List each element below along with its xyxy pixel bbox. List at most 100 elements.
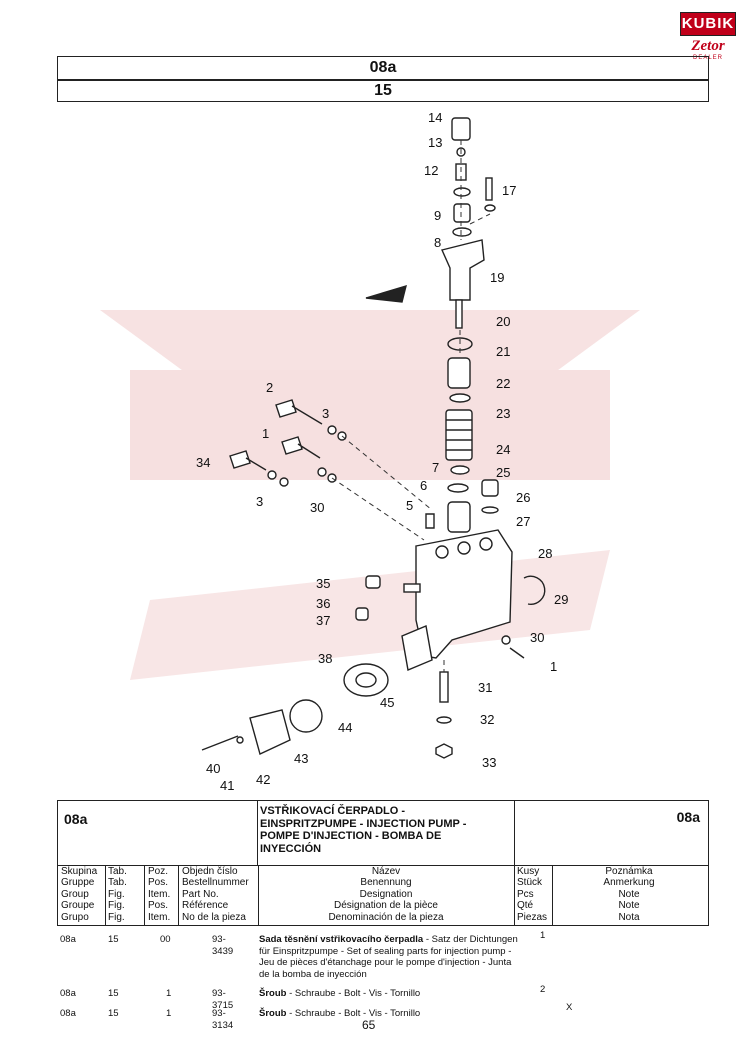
column-header: Benennung (360, 877, 412, 889)
row-pos: 00 (160, 934, 171, 945)
column-header: Note (618, 888, 640, 900)
callout: 3 (256, 494, 263, 509)
callout: 12 (424, 163, 438, 178)
part-ring-8 (452, 227, 472, 237)
logo-kubik: KUBIK (680, 12, 736, 36)
callout: 9 (434, 208, 441, 223)
column-header: Piezas (517, 911, 548, 923)
row-group: 08a (60, 988, 76, 999)
divider (178, 865, 179, 925)
callout: 3 (322, 406, 329, 421)
group-code-box: 08a (57, 56, 709, 80)
callout: 5 (406, 498, 413, 513)
column-poznamka: Poznámka Anmerkung Note Note Nota (554, 866, 704, 923)
row-tab: 15 (108, 988, 119, 999)
table-number: 15 (374, 82, 392, 99)
column-nazev: Název Benennung Designation Désignation … (260, 866, 512, 923)
part-pin-36 (403, 583, 421, 593)
column-header: Tab. (108, 877, 127, 889)
title-line: VSTŘIKOVACÍ ČERPADLO - (260, 805, 406, 817)
part-tappet-25 (447, 483, 469, 493)
part-bolt-2 (275, 399, 323, 425)
callout: 6 (420, 478, 427, 493)
callout: 14 (428, 110, 442, 125)
row-name-czech: Šroub (259, 988, 287, 999)
column-header: Item. (148, 911, 171, 923)
column-header: Stück (517, 877, 543, 889)
part-sleeve-21 (447, 357, 471, 389)
callout: 13 (428, 135, 442, 150)
info-group-right: 08a (676, 809, 700, 825)
callout: 43 (294, 751, 308, 766)
row-pos: 1 (166, 1008, 172, 1019)
column-header: Référence (182, 900, 229, 912)
column-header: Nota (618, 911, 640, 923)
callout: 33 (482, 755, 496, 770)
callout: 32 (480, 712, 494, 727)
callout: 36 (316, 596, 330, 611)
part-stud-31 (439, 671, 449, 703)
callout: 30 (530, 630, 544, 645)
column-header: Fig. (108, 900, 125, 912)
part-bolt-34 (229, 450, 267, 471)
direction-arrow-icon (365, 284, 407, 303)
part-bolt-1-right (509, 647, 525, 659)
column-header: Název (371, 866, 401, 877)
callout: 44 (338, 720, 352, 735)
part-tappet-7 (447, 501, 471, 533)
divider (144, 865, 145, 925)
column-header: Fig. (108, 911, 125, 923)
part-bolt-1 (281, 436, 321, 459)
callout: 28 (538, 546, 552, 561)
column-poz: Poz. Pos. Item. Pos. Item. (148, 866, 170, 923)
column-header: Bestellnummer (182, 877, 249, 889)
part-valve-5 (425, 513, 435, 529)
group-code: 08a (369, 59, 397, 76)
column-header: Denominación de la pieza (328, 911, 444, 923)
part-flange-42 (249, 709, 291, 755)
column-header: Kusy (517, 866, 540, 877)
callout: 8 (434, 235, 441, 250)
callout: 35 (316, 576, 330, 591)
row-name-translations: - Schraube - Bolt - Vis - Tornillo (286, 1008, 421, 1019)
page-number: 65 (362, 1018, 376, 1032)
column-header: Pos. (148, 900, 169, 912)
table-number-box: 15 (57, 80, 709, 102)
divider (58, 865, 708, 866)
column-header: Gruppe (61, 877, 95, 889)
row-designation: Šroub - Schraube - Bolt - Vis - Tornillo (259, 1008, 519, 1020)
column-header: Désignation de la pièce (334, 900, 438, 912)
callout: 19 (490, 270, 504, 285)
part-valve-9 (453, 203, 471, 223)
row-group: 08a (60, 1008, 76, 1019)
column-header: Objedn číslo (182, 866, 238, 877)
callout: 41 (220, 778, 234, 793)
column-header: Grupo (61, 911, 89, 923)
part-screw-40 (201, 735, 239, 751)
callout: 38 (318, 651, 332, 666)
part-screw-17 (485, 177, 493, 201)
row-tab: 15 (108, 934, 119, 945)
callout: 7 (432, 460, 439, 475)
part-pump-element-19 (441, 239, 485, 301)
callout: 2 (266, 380, 273, 395)
callout: 24 (496, 442, 510, 457)
title-line: POMPE D'INJECTION - BOMBA DE (260, 830, 442, 842)
row-pos: 1 (166, 988, 172, 999)
row-name-czech: Sada těsnění vstřikovacího čerpadla (259, 934, 424, 945)
callout: 23 (496, 406, 510, 421)
part-washer-3a (327, 425, 337, 435)
divider (105, 865, 106, 925)
row-note: X (566, 1002, 573, 1013)
column-header: Groupe (61, 900, 95, 912)
callout: 17 (502, 183, 516, 198)
part-delivery-valve-holder (451, 117, 471, 141)
part-spring-23 (445, 409, 473, 461)
column-header: Pos. (148, 877, 169, 889)
callout-labels: 14 13 12 17 9 8 19 20 21 22 2 3 23 1 24 … (196, 110, 568, 793)
column-header: No de la pieza (182, 911, 246, 923)
callout: 27 (516, 514, 530, 529)
kubik-zetor-logo: KUBIK Zetor DEALER (680, 12, 736, 62)
logo-zetor: Zetor (691, 38, 725, 54)
part-plug-37 (355, 607, 369, 621)
